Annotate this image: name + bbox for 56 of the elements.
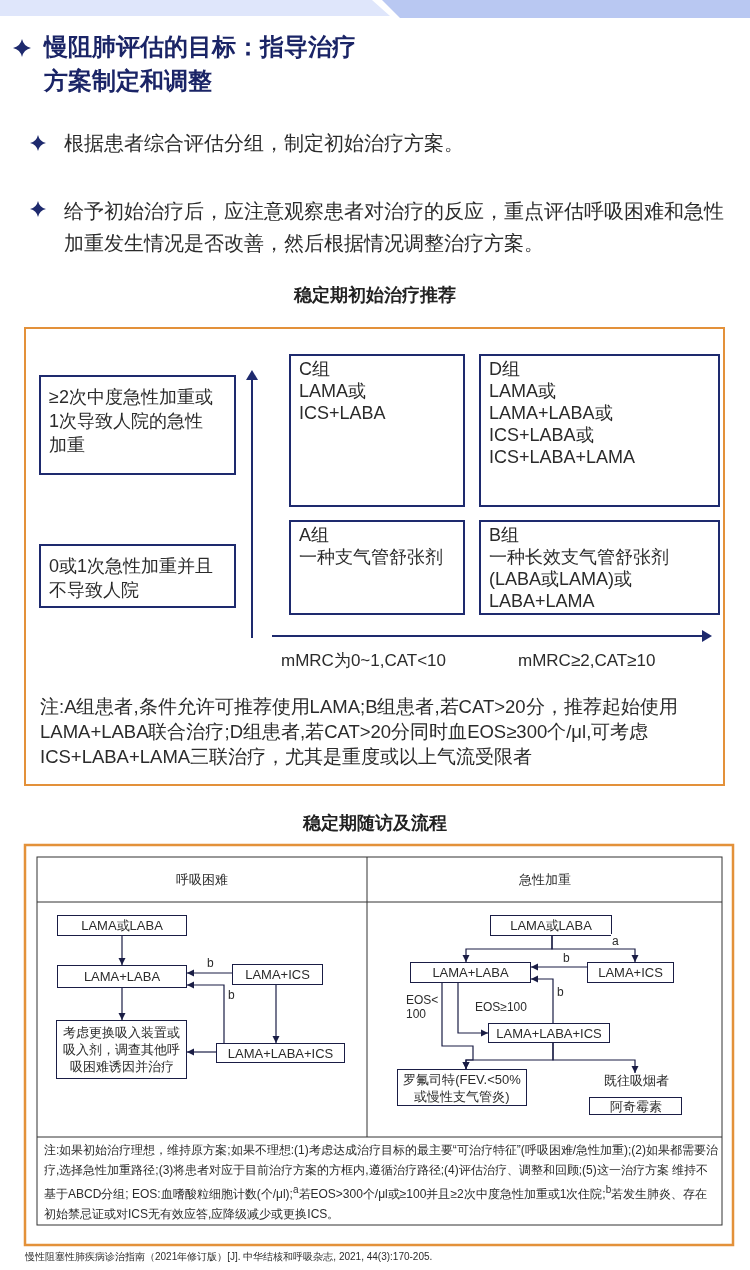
citation-text: 慢性阻塞性肺疾病诊治指南（2021年修订版）[J]. 中华结核和呼吸杂志, 2021, 44(3):170-205. [25,1250,433,1263]
group-box [289,354,465,507]
arrow [457,982,489,1037]
edge-label: b [206,956,215,970]
treatment-box: LAMA+LABA [57,965,187,988]
group-heading: B组 [489,524,520,546]
group-heading: C组 [299,358,331,380]
axis-label: mMRC≥2,CAT≥10 [518,650,656,672]
column-heading: 急性加重 [519,872,571,889]
criteria-box: ≥2次中度急性加重或1次导致人院的急性加重 [39,375,236,475]
group-heading: A组 [299,524,330,546]
title: 慢阻肺评估的目标：指导治疗方案制定和调整 [44,32,357,96]
treatment-text: 一种长效支气管舒张剂 (LABA或LAMA)或 LABA+LAMA [489,546,670,612]
arrow [118,987,126,1021]
group-heading: D组 [489,358,521,380]
group-box [289,520,465,615]
group-box [479,520,720,615]
arrow [186,981,225,1044]
arrow [272,984,280,1044]
treatment-box: 罗氟司特(FEV.<50%或慢性支气管炎) [397,1069,527,1106]
section-heading: 稳定期初始治疗推荐 [294,284,456,307]
arrow [552,1042,639,1074]
group-box [479,354,720,507]
note-text: 注:如果初始治疗理想，维持原方案;如果不理想:(1)考虑达成治疗目标的最主要“可治疗特征”(呼吸困难/急性加重);(2)如果都需要治疗,选择急性加重路径;(3)将患者对应于目前治疗方案的方框内,遵循治疗路径;(4)评估治疗、调整和回顾;(5)这一治疗方案 维持不基于ABCD分组; EOS:血嗜酸粒细胞计数(个/μl);$^{a}$若EOS>300个/μl或≥100并且≥2次中度急性加重或1次住院;$^{b}$若发生肺炎、存在初始禁忌证或对ICS无有效应答,应降级减少或更换ICS。 [44,1142,718,1223]
treatment-box: LAMA+ICS [587,962,674,983]
arrow [118,935,126,966]
edge-label: b [556,985,565,999]
treatment-box: LAMA+LABA [410,962,531,983]
criteria-box: 0或1次急性加重并且不导致人院 [39,544,236,608]
treatment-text: LAMA或 ICS+LABA [299,380,387,424]
treatment-box: LAMA或LABA [57,915,187,936]
treatment-box: LAMA+ICS [232,964,323,985]
edge-label: EOS< 100 [405,993,439,1021]
arrow [186,1048,217,1056]
note-text: 注:A组患者,条件允许可推荐使用LAMA;B组患者,若CAT>20分，推荐起始使用LAMA+LABA联合治疗;D组患者,若CAT>20分同时血EOS≥300个/μl,可考虑ICS+LABA+LAMA三联治疗，尤其是重度或以上气流受限者 [40,695,679,769]
axis-label: mMRC为0~1,CAT<10 [281,650,446,672]
column-heading: 呼吸困难 [176,872,228,889]
edge-label: b [227,988,236,1002]
treatment-box: 阿奇霉素 [589,1097,682,1115]
arrow [530,975,554,1024]
edge-label: EOS≥100 [474,1000,528,1014]
arrow [530,963,588,971]
treatment-box: LAMA+LABA+ICS [216,1043,345,1063]
treatment-box: 考虑更换吸入装置或吸入剂，调查其他呼吸困难诱因并治疗 [56,1020,187,1079]
arrow [186,969,233,977]
bullet-text: 根据患者综合评估分组，制定初始治疗方案。 [64,131,465,156]
arrow [551,935,639,963]
section-heading: 稳定期随访及流程 [303,812,447,835]
edge-label: a [611,934,620,948]
treatment-text: 一种支气管舒张剂 [299,546,444,568]
edge-label: b [562,951,571,965]
treatment-box: LAMA或LABA [490,915,612,936]
bullet-text: 给予初始治疗后，应注意观察患者对治疗的反应，重点评估呼吸困难和急性加重发生情况是否改善，然后根据情况调整治疗方案。 [64,199,725,256]
treatment-text: LAMA或 LAMA+LABA或 ICS+LABA或 ICS+LABA+LAMA [489,380,637,468]
treatment-box: LAMA+LABA+ICS [488,1023,610,1043]
condition-label: 既往吸烟者 [603,1073,670,1089]
